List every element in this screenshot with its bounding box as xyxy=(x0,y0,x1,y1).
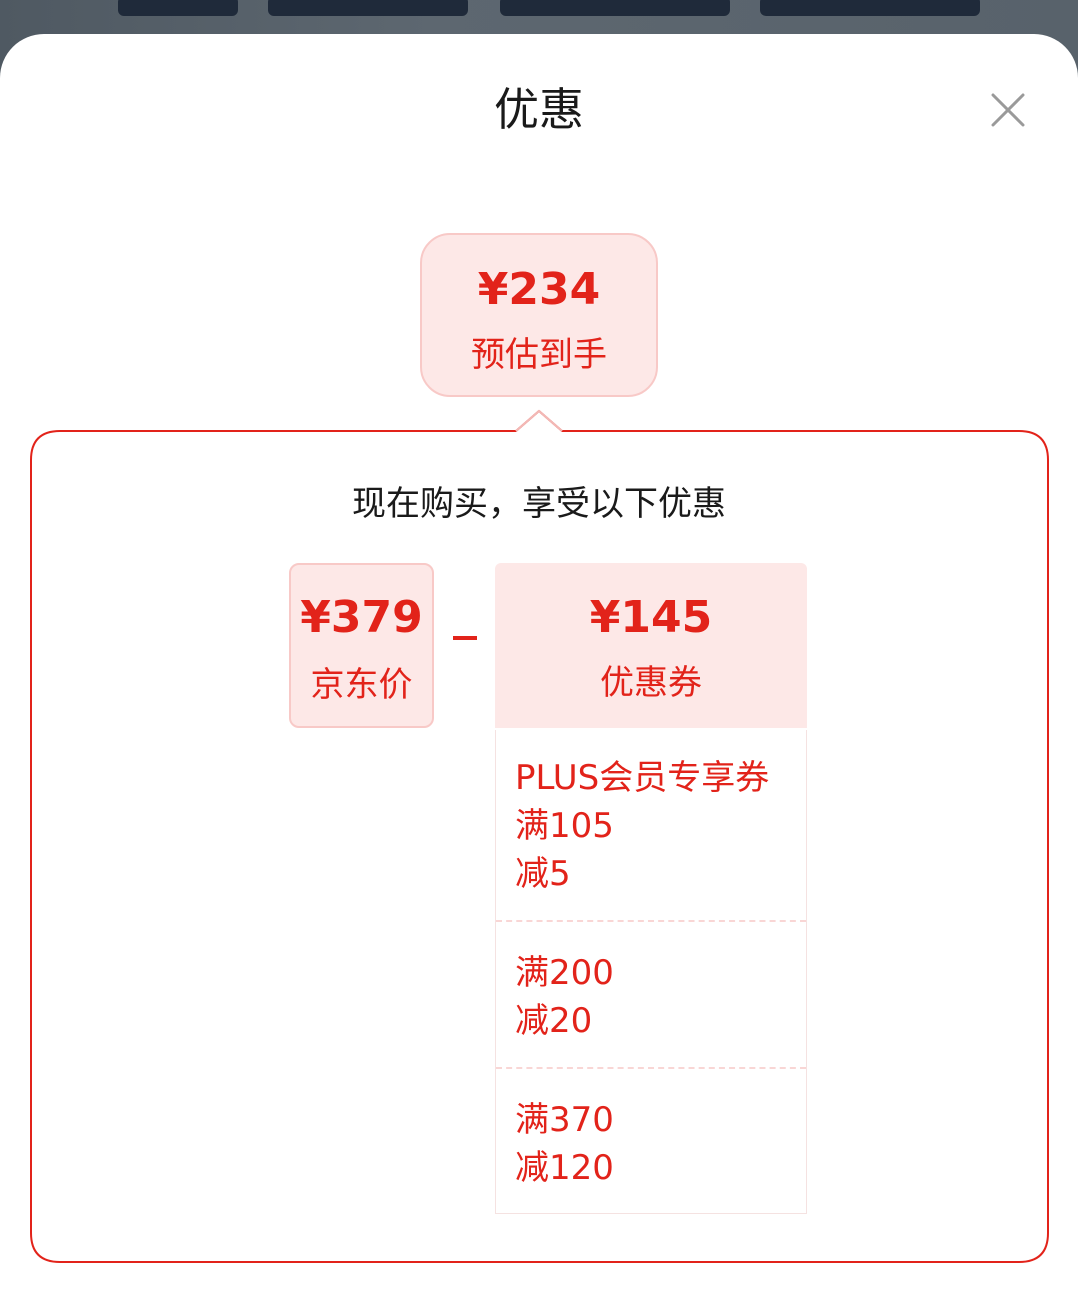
background-banner-text xyxy=(268,0,468,16)
coupon-divider xyxy=(496,920,806,922)
coupon-total-badge: ¥145 优惠券 xyxy=(495,563,807,728)
jd-price-value: ¥379 xyxy=(300,592,423,643)
promo-heading: 现在购买，享受以下优惠 xyxy=(352,484,726,524)
coupon-threshold: 满105 xyxy=(515,806,614,846)
coupon-discount: 减20 xyxy=(515,1001,593,1041)
coupon-total-label: 优惠券 xyxy=(600,663,702,703)
background-banner-text xyxy=(500,0,730,16)
coupon-discount: 减120 xyxy=(515,1148,614,1188)
coupon-item: 满200 减20 xyxy=(496,949,806,1045)
estimated-price-badge: ¥234 预估到手 xyxy=(420,233,658,397)
coupon-list: PLUS会员专享券 满105 减5 满200 减20 满370 减120 xyxy=(495,730,807,1214)
close-icon xyxy=(991,93,1025,127)
coupon-discount: 减5 xyxy=(515,854,571,894)
background-banner-text xyxy=(118,0,238,16)
coupon-divider xyxy=(496,1067,806,1069)
estimated-price: ¥234 xyxy=(477,264,601,315)
coupon-threshold: 满370 xyxy=(515,1100,614,1140)
minus-sign xyxy=(453,636,477,640)
coupon-total-value: ¥145 xyxy=(589,592,713,643)
coupon-item-plus: PLUS会员专享券 满105 减5 xyxy=(496,754,806,898)
coupon-threshold: 满200 xyxy=(515,953,614,993)
background-banner-text xyxy=(760,0,980,16)
coupon-name: PLUS会员专享券 xyxy=(515,758,770,798)
dialog-title: 优惠 xyxy=(493,83,584,136)
estimated-price-label: 预估到手 xyxy=(471,335,607,375)
jd-price-label: 京东价 xyxy=(310,665,413,705)
coupon-item: 满370 减120 xyxy=(496,1096,806,1192)
jd-price-badge: ¥379 京东价 xyxy=(289,563,434,728)
close-button[interactable] xyxy=(984,86,1032,134)
